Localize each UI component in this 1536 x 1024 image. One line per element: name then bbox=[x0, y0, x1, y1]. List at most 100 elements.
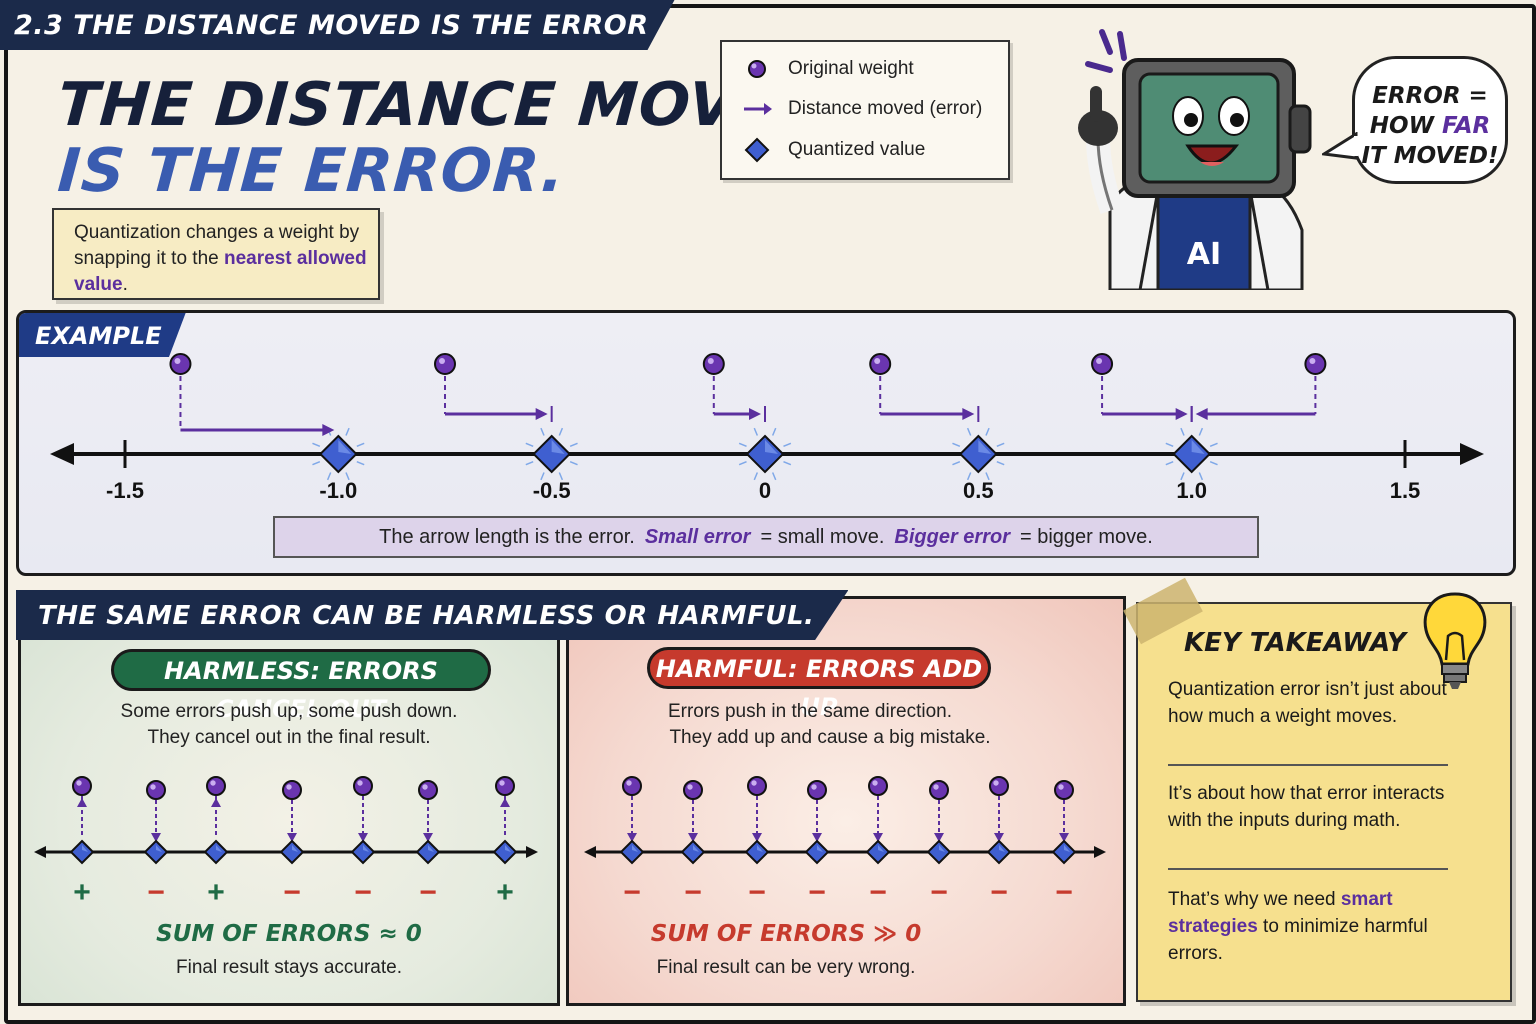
sparkle-ray bbox=[1198, 427, 1204, 436]
sparkle-ray bbox=[771, 472, 777, 481]
speech-bubble-tail bbox=[1322, 132, 1358, 160]
tick-label: 0 bbox=[758, 478, 772, 503]
original-weight-dot bbox=[169, 353, 192, 375]
harmless-desc-line2: They cancel out in the final result. bbox=[147, 727, 431, 748]
original-weight-dot bbox=[702, 353, 725, 375]
sparkle-ray bbox=[345, 427, 350, 436]
sparkle-ray bbox=[966, 472, 972, 481]
sparkle-ray bbox=[312, 442, 321, 448]
original-weight-dot bbox=[989, 776, 1009, 796]
diamond-shape bbox=[804, 839, 830, 865]
dot-highlight bbox=[874, 358, 881, 364]
harmless-final: Final result stays accurate. bbox=[176, 957, 402, 978]
harmless-sum: SUM OF ERRORS ≈ 0 bbox=[156, 921, 422, 947]
dot-highlight bbox=[357, 780, 363, 786]
tick-label: 1.0 bbox=[1176, 478, 1207, 503]
original-weight-dot bbox=[683, 780, 703, 800]
diamond-shape bbox=[69, 839, 95, 865]
harmful-panel: HARMFUL: ERRORS ADD UP Errors push in th… bbox=[566, 596, 1126, 1006]
quantized-diamond bbox=[865, 839, 891, 865]
original-weight-dot bbox=[807, 780, 827, 800]
dot-shape bbox=[929, 780, 949, 800]
shirt-text: AI bbox=[1187, 237, 1221, 272]
mini-arrowhead-down bbox=[688, 833, 698, 842]
diamond-shape bbox=[1172, 434, 1212, 474]
harmful-desc-line1: Errors push in the same direction. bbox=[667, 701, 953, 722]
dot-highlight bbox=[422, 784, 428, 790]
diamond-highlight bbox=[216, 845, 222, 852]
mini-arrowhead-down bbox=[423, 833, 433, 842]
comparison-tag: THE SAME ERROR CAN BE HARMLESS OR HARMFU… bbox=[16, 590, 849, 640]
quantized-diamond bbox=[69, 839, 95, 865]
sparkle-ray bbox=[985, 472, 990, 481]
dot-highlight bbox=[150, 784, 156, 790]
dot-highlight bbox=[933, 784, 939, 790]
diamond-highlight bbox=[632, 845, 638, 852]
dot-shape bbox=[353, 776, 373, 796]
section-tag: 2.3 THE DISTANCE MOVED IS THE ERROR bbox=[0, 0, 675, 50]
sparkle-ray bbox=[753, 427, 759, 436]
dot-highlight bbox=[286, 784, 292, 790]
sparkle-ray bbox=[525, 442, 534, 448]
harmless-title: HARMLESS: ERRORS CANCEL OUT bbox=[111, 649, 491, 723]
minus-sign: − bbox=[147, 876, 165, 909]
legend-item-original-weight: Original weight bbox=[742, 54, 914, 84]
diamond-shape bbox=[203, 839, 229, 865]
tick-label: 1.5 bbox=[1389, 478, 1421, 503]
minus-sign: − bbox=[808, 876, 826, 909]
blue-diamond-icon bbox=[742, 135, 772, 165]
sparkle-ray bbox=[1180, 427, 1185, 436]
diamond-shape bbox=[1051, 839, 1077, 865]
axis-arrow-right bbox=[1460, 443, 1484, 465]
sparkle-ray bbox=[738, 442, 747, 448]
diamond-highlight bbox=[999, 845, 1005, 852]
intro-text: Quantization changes a weight by snappin… bbox=[74, 222, 360, 269]
dot-shape bbox=[72, 776, 92, 796]
dot-shape bbox=[989, 776, 1009, 796]
diamond-highlight bbox=[428, 845, 434, 852]
error-arrowhead bbox=[322, 424, 335, 436]
error-arrowhead bbox=[749, 408, 761, 420]
mini-arrowhead-down bbox=[1059, 833, 1069, 842]
mini-axis-arrow-left bbox=[584, 846, 596, 858]
sparkle-ray bbox=[753, 472, 759, 481]
original-weight-dot bbox=[1304, 353, 1327, 375]
sparkle-ray bbox=[540, 472, 545, 481]
bubble-line2: HOW FAR bbox=[1369, 113, 1491, 139]
minus-sign: − bbox=[990, 876, 1008, 909]
quantized-diamond bbox=[415, 839, 441, 865]
tick-label: -0.5 bbox=[532, 478, 571, 503]
diamond-highlight bbox=[939, 845, 945, 852]
mini-arrowhead-down bbox=[627, 833, 637, 842]
dot-highlight bbox=[872, 780, 878, 786]
takeaway-divider bbox=[1168, 764, 1448, 766]
diamond-highlight bbox=[978, 440, 992, 454]
mini-arrowhead-down bbox=[934, 833, 944, 842]
sparkle-ray bbox=[558, 427, 564, 436]
minus-sign: − bbox=[623, 876, 641, 909]
sparkle-ray bbox=[525, 460, 534, 466]
tick-label: -1.0 bbox=[319, 478, 358, 503]
original-weight-dot bbox=[418, 780, 438, 800]
dot-shape bbox=[146, 780, 166, 800]
original-weight-dot bbox=[1091, 353, 1114, 375]
takeaway-divider bbox=[1168, 868, 1448, 870]
plus-sign: + bbox=[73, 876, 91, 909]
bubble-line3: IT MOVED! bbox=[1361, 143, 1499, 169]
original-weight-dot bbox=[72, 776, 92, 796]
sparkle-ray bbox=[356, 442, 365, 448]
diamond-shape bbox=[958, 434, 998, 474]
intro-text-end: . bbox=[122, 274, 128, 295]
quantized-diamond bbox=[680, 839, 706, 865]
sparkle-ray bbox=[326, 472, 332, 481]
quantized-diamond bbox=[1172, 434, 1212, 474]
legend-label: Quantized value bbox=[788, 139, 926, 160]
purple-dot-icon bbox=[742, 54, 772, 84]
mini-arrowhead-down bbox=[358, 833, 368, 842]
quantized-diamond bbox=[744, 839, 770, 865]
dot-highlight bbox=[687, 784, 693, 790]
harmful-final: Final result can be very wrong. bbox=[656, 957, 916, 978]
mini-arrowhead-down bbox=[994, 833, 1004, 842]
diamond-shape bbox=[680, 839, 706, 865]
